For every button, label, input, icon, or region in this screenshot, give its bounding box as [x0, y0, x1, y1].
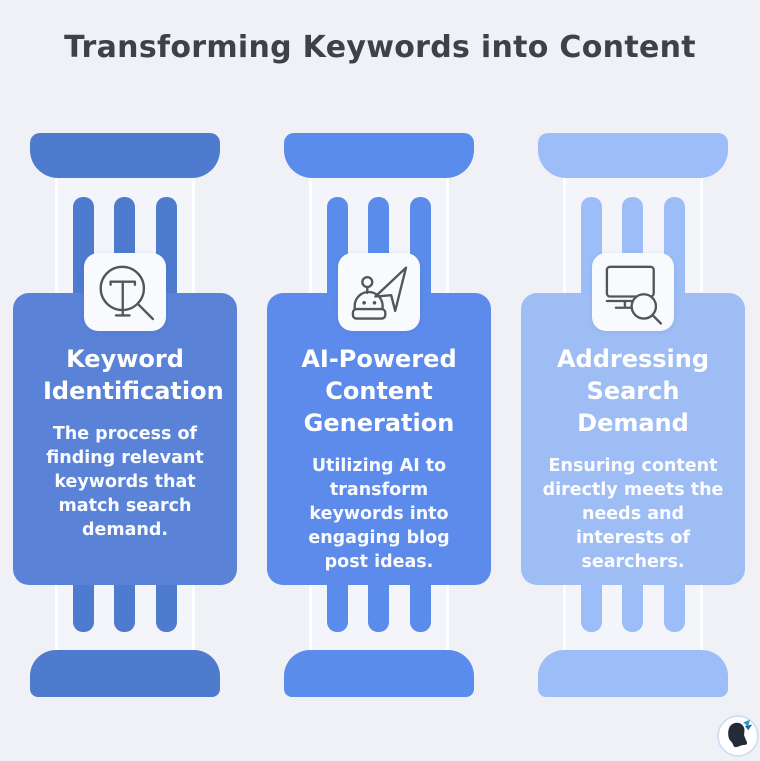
info-card: Keyword Identification The process of fi…	[13, 293, 237, 585]
column-base	[538, 650, 728, 697]
icon-box	[338, 253, 420, 331]
column-capital	[284, 133, 474, 178]
page-title: Transforming Keywords into Content	[64, 30, 696, 65]
column-base	[30, 650, 220, 697]
column-capital	[30, 133, 220, 178]
text-search-icon	[99, 265, 155, 321]
card-heading: Keyword Identification	[43, 345, 224, 405]
column-capital	[538, 133, 728, 178]
head-butterfly-logo	[717, 715, 759, 757]
card-description: Ensuring content directly meets the need…	[542, 456, 724, 572]
pillar-addressing-search-demand: Addressing Search Demand Ensuring conten…	[508, 0, 758, 760]
card-description: The process of finding relevant keywords…	[46, 424, 204, 540]
icon-box	[592, 253, 674, 331]
card-heading: AI-Powered Content Generation	[301, 345, 457, 437]
info-card: Addressing Search Demand Ensuring conten…	[521, 293, 745, 585]
pillar-ai-content-generation: AI-Powered Content Generation Utilizing …	[254, 0, 504, 760]
card-description: Utilizing AI to transform keywords into …	[308, 456, 450, 572]
column-base	[284, 650, 474, 697]
info-card: AI-Powered Content Generation Utilizing …	[267, 293, 491, 585]
monitor-search-icon	[605, 265, 663, 325]
pillar-keyword-identification: Keyword Identification The process of fi…	[0, 0, 250, 760]
icon-box	[84, 253, 166, 331]
card-heading: Addressing Search Demand	[556, 345, 710, 437]
robot-send-icon	[351, 266, 408, 320]
brand-logo	[717, 715, 759, 757]
